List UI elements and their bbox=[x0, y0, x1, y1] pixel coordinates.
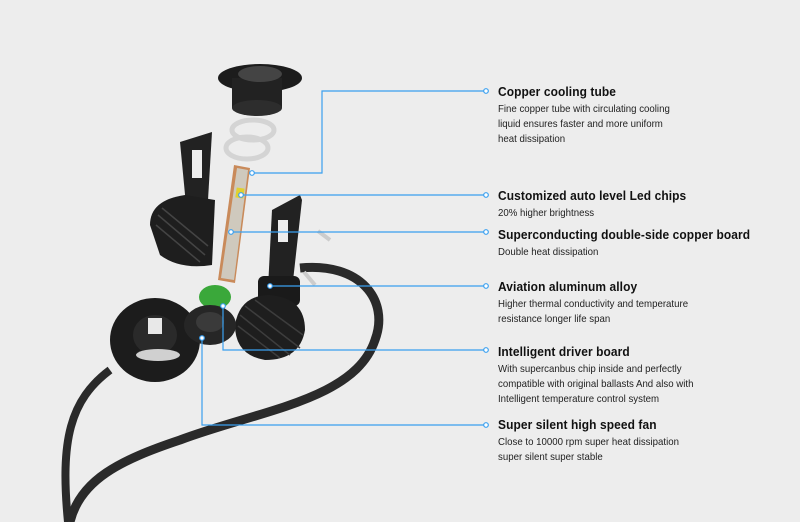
callout-description: Fine copper tube with circulating coolin… bbox=[498, 103, 670, 145]
callout-led-chips: Customized auto level Led chips 20% high… bbox=[498, 188, 703, 221]
callout-description: Higher thermal conductivity and temperat… bbox=[498, 298, 689, 325]
callout-description: 20% higher brightness bbox=[498, 207, 595, 219]
leader-line-driver-board bbox=[222, 306, 486, 351]
callout-driver-board: Intelligent driver board With supercanbu… bbox=[498, 344, 710, 407]
o-rings bbox=[223, 117, 277, 162]
left-heatsink bbox=[150, 132, 215, 267]
callout-title: Intelligent driver board bbox=[498, 344, 630, 359]
callout-title: Customized auto level Led chips bbox=[498, 188, 687, 203]
callout-copper-cooling-tube: Copper cooling tube Fine copper tube wit… bbox=[498, 84, 685, 147]
power-cable bbox=[65, 262, 384, 522]
callout-description: Double heat dissipation bbox=[498, 246, 599, 258]
leader-dots bbox=[199, 88, 489, 428]
callout-aluminum-alloy: Aviation aluminum alloy Higher thermal c… bbox=[498, 279, 705, 327]
copper-board bbox=[218, 165, 250, 283]
right-heatsink bbox=[235, 195, 332, 360]
callout-copper-board: Superconducting double-side copper board… bbox=[498, 227, 772, 260]
leader-line-fan bbox=[201, 338, 486, 426]
fan-base bbox=[110, 298, 236, 382]
leader-line-copper-tube bbox=[252, 90, 486, 174]
callout-title: Aviation aluminum alloy bbox=[498, 279, 638, 294]
callout-description: Close to 10000 rpm super heat dissipatio… bbox=[498, 436, 679, 463]
callout-fan: Super silent high speed fan Close to 100… bbox=[498, 417, 695, 465]
callout-title: Superconducting double-side copper board bbox=[498, 227, 751, 242]
bulb-collar bbox=[218, 64, 302, 116]
driver-board bbox=[199, 285, 231, 309]
callout-title: Copper cooling tube bbox=[498, 84, 617, 99]
callout-title: Super silent high speed fan bbox=[498, 417, 657, 432]
callout-description: With supercanbus chip inside and perfect… bbox=[498, 363, 694, 405]
